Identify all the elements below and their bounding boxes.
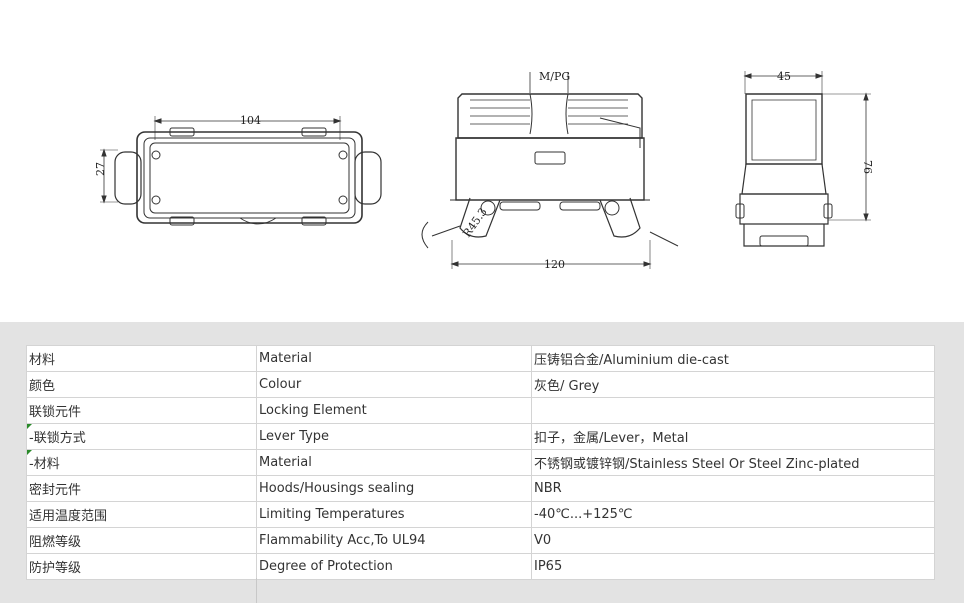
front-width-label: 104 [240, 114, 261, 127]
dimension-drawings: 104 27 M/PG R45.3 120 45 76 [94, 70, 874, 271]
spec-label-zh: -材料 [26, 449, 257, 476]
spec-value: NBR [531, 475, 935, 502]
front-view [100, 116, 382, 226]
table-row: 阻燃等级 Flammability Acc,To UL94 V0 [26, 527, 935, 554]
spec-label-en: Colour [256, 371, 532, 398]
front-height-label: 27 [94, 162, 107, 176]
spec-value: IP65 [531, 553, 935, 580]
table-row: 适用温度范围 Limiting Temperatures -40℃...+125… [26, 501, 935, 528]
table-row: -联锁方式 Lever Type 扣子，金属/Lever，Metal [26, 423, 935, 450]
spec-label-zh: -联锁方式 [26, 423, 257, 450]
spec-value: 灰色/ Grey [531, 371, 935, 398]
spec-label-zh: 防护等级 [26, 553, 257, 580]
spec-label-zh: 材料 [26, 345, 257, 372]
table-row: 材料 Material 压铸铝合金/Aluminium die-cast [26, 345, 935, 372]
table-row: 联锁元件 Locking Element [26, 397, 935, 424]
spec-table: 材料 Material 压铸铝合金/Aluminium die-cast 颜色 … [26, 345, 935, 580]
end-width-label: 45 [777, 70, 791, 83]
table-row: 密封元件 Hoods/Housings sealing NBR [26, 475, 935, 502]
spec-value: 压铸铝合金/Aluminium die-cast [531, 345, 935, 372]
spec-label-en: Limiting Temperatures [256, 501, 532, 528]
mpg-label: M/PG [539, 70, 570, 83]
spec-value: V0 [531, 527, 935, 554]
table-row: -材料 Material 不锈钢或镀锌钢/Stainless Steel Or … [26, 449, 935, 476]
end-view [735, 71, 871, 247]
spec-panel: 材料 Material 压铸铝合金/Aluminium die-cast 颜色 … [0, 322, 964, 603]
spec-label-zh: 适用温度范围 [26, 501, 257, 528]
spec-value: -40℃...+125℃ [531, 501, 935, 528]
table-row: 颜色 Colour 灰色/ Grey [26, 371, 935, 398]
spec-label-en: Lever Type [256, 423, 532, 450]
spec-value [531, 397, 935, 424]
end-height-label: 76 [861, 160, 874, 174]
spec-label-en: Material [256, 345, 532, 372]
spec-value: 扣子，金属/Lever，Metal [531, 423, 935, 450]
table-divider [256, 578, 257, 603]
spec-label-zh: 联锁元件 [26, 397, 257, 424]
spec-label-en: Degree of Protection [256, 553, 532, 580]
spec-label-en: Flammability Acc,To UL94 [256, 527, 532, 554]
table-row: 防护等级 Degree of Protection IP65 [26, 553, 935, 580]
spec-label-en: Hoods/Housings sealing [256, 475, 532, 502]
side-width-label: 120 [544, 258, 565, 271]
spec-label-zh: 颜色 [26, 371, 257, 398]
side-view [421, 72, 679, 269]
spec-label-zh: 阻燃等级 [26, 527, 257, 554]
technical-drawing: 104 27 M/PG R45.3 120 45 76 [94, 70, 874, 271]
radius-label: R45.3 [460, 205, 489, 239]
spec-label-en: Material [256, 449, 532, 476]
spec-label-en: Locking Element [256, 397, 532, 424]
spec-value: 不锈钢或镀锌钢/Stainless Steel Or Steel Zinc-pl… [531, 449, 935, 476]
spec-label-zh: 密封元件 [26, 475, 257, 502]
